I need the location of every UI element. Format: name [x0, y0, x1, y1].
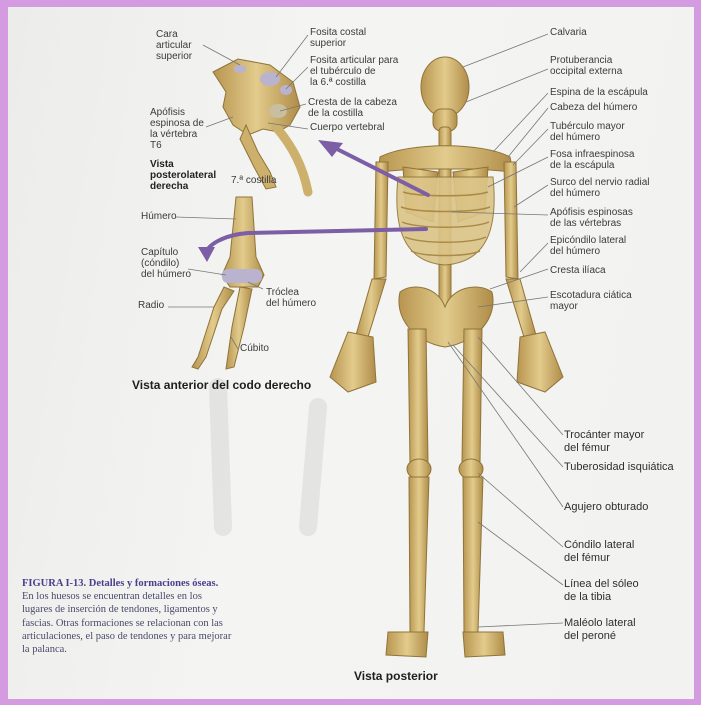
label-troclea: Tróclea del húmero — [266, 287, 316, 309]
label-humero: Húmero — [141, 211, 177, 222]
label-septima-costilla: 7.ª costilla — [231, 175, 276, 186]
label-espina: Espina de la escápula — [550, 87, 648, 98]
label-protuberancia: Protuberancia occipital externa — [550, 55, 622, 77]
label-trocanter: Trocánter mayor del fémur — [564, 429, 644, 455]
caption-body: En los huesos se encuentran detalles en … — [22, 591, 231, 655]
label-escotadura: Escotadura ciática mayor — [550, 290, 632, 312]
skeleton-illustration — [330, 57, 563, 657]
label-vista-posterolateral: Vista posterolateral derecha — [150, 159, 216, 192]
label-epicondilo: Epicóndilo lateral del húmero — [550, 235, 626, 257]
label-fosita-costal: Fosita costal superior — [310, 27, 366, 49]
label-cabeza-humero: Cabeza del húmero — [550, 102, 637, 113]
label-condilo: Cóndilo lateral del fémur — [564, 539, 634, 565]
label-tuberculo: Tubérculo mayor del húmero — [550, 121, 625, 143]
label-agujero: Agujero obturado — [564, 501, 648, 514]
title-vista-codo: Vista anterior del codo derecho — [132, 378, 311, 392]
label-cara-articular: Cara articular superior — [156, 29, 192, 62]
book-page: Cara articular superior Fosita costal su… — [8, 7, 694, 699]
arrowhead-icon — [198, 247, 215, 262]
caption-title: Detalles y formaciones óseas. — [89, 578, 218, 589]
label-fosita-articular: Fosita articular para el tubérculo de la… — [310, 55, 398, 88]
label-tuberosidad: Tuberosidad isquiática — [564, 461, 674, 474]
title-vista-posterior: Vista posterior — [354, 669, 438, 683]
label-cresta-iliaca: Cresta ilíaca — [550, 265, 606, 276]
label-cresta-cabeza: Cresta de la cabeza de la costilla — [308, 97, 397, 119]
label-maleolo: Maléolo lateral del peroné — [564, 617, 636, 643]
label-calvaria: Calvaria — [550, 27, 587, 38]
label-linea-soleo: Línea del sóleo de la tibia — [564, 578, 639, 604]
label-surco: Surco del nervio radial del húmero — [550, 177, 650, 199]
label-apofisis-vertebras: Apófisis espinosas de las vértebras — [550, 207, 633, 229]
label-radio: Radio — [138, 300, 164, 311]
label-fosa: Fosa infraespinosa de la escápula — [550, 149, 635, 171]
caption-figure-number: FIGURA I-13. — [22, 578, 86, 589]
label-apofisis-t6: Apófisis espinosa de la vértebra T6 — [150, 107, 204, 151]
label-cubito: Cúbito — [240, 343, 269, 354]
label-cuerpo-vertebral: Cuerpo vertebral — [310, 122, 384, 133]
label-capitulo: Capítulo (cóndilo) del húmero — [141, 247, 191, 280]
vertebra-illustration — [213, 59, 308, 192]
figure-caption: FIGURA I-13. Detalles y formaciones ósea… — [22, 577, 232, 656]
